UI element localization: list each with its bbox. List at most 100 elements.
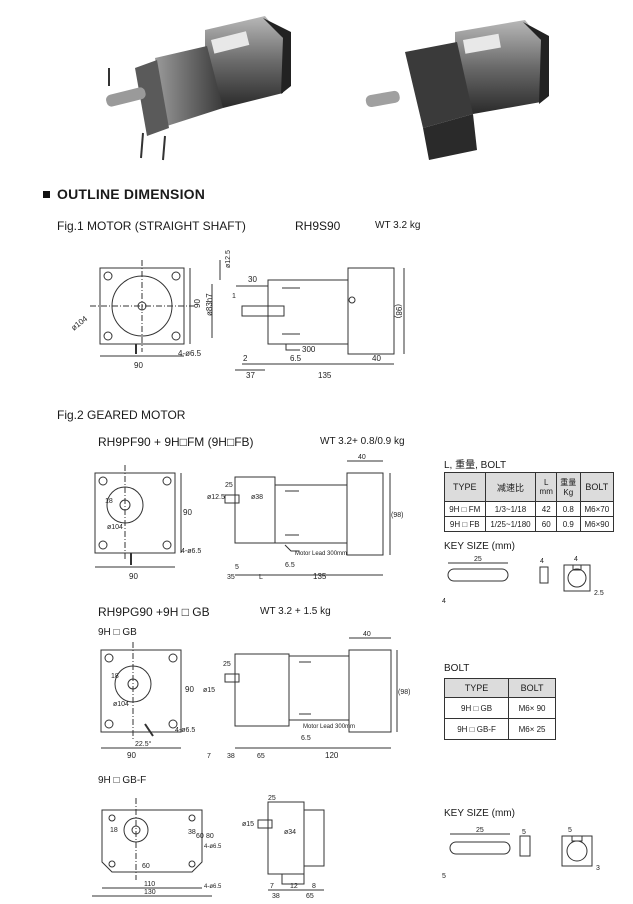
gbf-dim-d80: 80 [206, 833, 214, 840]
fig2-model: RH9PF90 + 9H□FM (9H□FB) [98, 435, 254, 449]
table-cell: 1/3~1/18 [484, 501, 537, 517]
key2-dim-d5a: 5 [522, 829, 526, 836]
key2-dim-d3: 3 [596, 865, 600, 872]
gbf-dim-d60: 60 [196, 833, 204, 840]
key1-dim-d4b: 4 [574, 556, 578, 563]
gbf-dim-d34: ø34 [284, 829, 296, 836]
fig1-weight: WT 3.2 kg [375, 220, 421, 231]
gbf-dim-holes1: 4-ø6.5 [204, 844, 222, 850]
pg-drawing: ø104 18 90 90 4-ø6.5 22.5° 25 ø15 Motor … [100, 631, 410, 760]
fig2-dim-d5: 5 [235, 564, 239, 571]
key2-dim-d25: 25 [476, 827, 484, 834]
fig1-dim-d98: (98) [394, 304, 403, 319]
gbf-dim-holes2: 4-ø6.5 [204, 884, 222, 890]
fig2-weight: WT 3.2+ 0.8/0.9 kg [320, 436, 405, 447]
gbf-dim-d110: 110 [144, 881, 155, 888]
fig1-dim-one: 1 [232, 293, 236, 300]
fig2-dim-d38: ø38 [251, 494, 263, 501]
key1-drawing: 25 4 4 4 2.5 [442, 556, 604, 605]
gbf-dim-d12: 12 [290, 883, 298, 890]
fig2-dim-h90: 90 [183, 508, 192, 517]
key1-dim-d4c: 4 [442, 598, 446, 605]
table-cell: 9H □ GB [443, 697, 510, 719]
key2-dim-d5c: 5 [442, 873, 446, 880]
pg-dim-lead: Motor Lead 300mm [303, 724, 355, 730]
table2-title: BOLT [444, 663, 470, 674]
pg-dim-holes: 4-ø6.5 [175, 727, 195, 734]
table-row: 9H □ GB M6× 90 [443, 697, 556, 719]
pg-dim-shaft: ø15 [203, 687, 215, 694]
key1-title: KEY SIZE (mm) [444, 541, 515, 552]
fig2-dim-lead: Motor Lead 300mm [295, 551, 347, 557]
gbf-dim-d60b: 60 [142, 863, 150, 870]
table-cell: 9H □ GB-F [443, 718, 510, 740]
pg-dim-d98: (98) [398, 689, 410, 696]
key1-dim-d25b: 2.5 [594, 590, 604, 597]
gbf-dim-d65: 65 [306, 893, 314, 900]
pg-dim-d18: 18 [111, 673, 119, 680]
pg-dim-d40: 40 [363, 631, 371, 638]
pg-dim-angle: 22.5° [135, 740, 152, 748]
fig2-dim-L: L [259, 574, 263, 581]
table1-header: L mm [535, 472, 557, 502]
pg-model: RH9PG90 +9H □ GB [98, 605, 210, 619]
gbf-drawing: 18 38 60 80 60 4-ø6.5 4-ø6.5 110 130 25 … [92, 795, 325, 900]
motor-photo-right [365, 20, 549, 160]
pg-dim-d25: 25 [223, 661, 231, 668]
table2-header: BOLT [508, 678, 556, 698]
gbf-dim-d130: 130 [144, 889, 156, 896]
pg-dim-d104: ø104 [113, 701, 129, 708]
fig1-dim-d2: 2 [243, 354, 248, 363]
spec-table-l-weight-bolt: TYPE 减速比 L mm 重量 Kg BOLT 9H □ FM 1/3~1/1… [444, 472, 615, 532]
table-cell: M6×70 [579, 501, 615, 517]
table-row: 9H □ FB 1/25~1/180 60 0.9 M6×90 [444, 516, 615, 532]
fig1-dim-d40: 40 [372, 354, 381, 363]
pg-sub: 9H □ GB [98, 627, 137, 638]
key1-dim-d4a: 4 [540, 558, 544, 565]
key2-dim-d5b: 5 [568, 827, 572, 834]
table1-header: 重量 Kg [556, 472, 581, 502]
gbf-dim-d8: 8 [312, 883, 316, 890]
fig1-dim-lead: 300 [302, 345, 316, 354]
pg-dim-d120: 120 [325, 751, 339, 760]
table-cell: 0.9 [556, 516, 581, 532]
gbf-dim-d38b: 38 [272, 893, 280, 900]
table-cell: 1/25~1/180 [484, 516, 537, 532]
fig1-dim-d135: 135 [318, 371, 332, 380]
fig2-dim-d98: (98) [391, 512, 403, 519]
table-cell: 60 [535, 516, 557, 532]
table-cell: 42 [535, 501, 557, 517]
fig2-dim-d104: ø104 [107, 524, 123, 531]
gbf-dim-shaft: ø15 [242, 821, 254, 828]
table-cell: 9H □ FB [444, 516, 486, 532]
section-bullet [43, 191, 50, 198]
fig1-dim-flange: ø83h7 [205, 293, 214, 316]
table-row: 9H □ FM 1/3~1/18 42 0.8 M6×70 [444, 501, 615, 517]
spec-table-bolt: TYPE BOLT 9H □ GB M6× 90 9H □ GB-F M6× 2… [443, 678, 556, 740]
table-cell: M6× 25 [508, 718, 556, 740]
pg-dim-h90: 90 [185, 685, 194, 694]
fig2-dim-d35: 35 [227, 574, 235, 581]
gbf-dim-d7: 7 [270, 883, 274, 890]
gbf-dim-d38: 38 [188, 829, 196, 836]
fig2-dim-d6_5: 6.5 [285, 562, 295, 569]
gbf-dim-d25: 25 [268, 795, 276, 802]
fig1-drawing: ø104 90 90 4-ø6.5 ø12.5 ø83h7 30 1 300 2… [69, 250, 405, 380]
fig1-dim-d30: 30 [248, 275, 257, 284]
fig2-drawing: 5 ø104 18 90 90 4-ø6.5 ø12.5 25 ø38 Moto… [94, 454, 403, 581]
gbf-sub: 9H □ GB-F [98, 775, 147, 786]
table1-header: 减速比 [484, 472, 537, 502]
key2-title: KEY SIZE (mm) [444, 808, 515, 819]
fig1-dim-h90: 90 [193, 299, 202, 308]
table1-title: L, 重量, BOLT [444, 460, 507, 471]
gbf-dim-d18: 18 [110, 827, 118, 834]
table1-header: TYPE [444, 472, 486, 502]
table2-header: TYPE [443, 678, 510, 698]
fig1-dim-w90: 90 [134, 361, 143, 370]
fig1-caption: Fig.1 MOTOR (STRAIGHT SHAFT) [57, 219, 246, 233]
fig2-dim-d40: 40 [358, 454, 366, 461]
table-cell: 0.8 [556, 501, 581, 517]
fig2-caption: Fig.2 GEARED MOTOR [57, 408, 186, 422]
key2-drawing: 25 5 5 5 3 [442, 827, 600, 880]
table-cell: M6×90 [579, 516, 615, 532]
